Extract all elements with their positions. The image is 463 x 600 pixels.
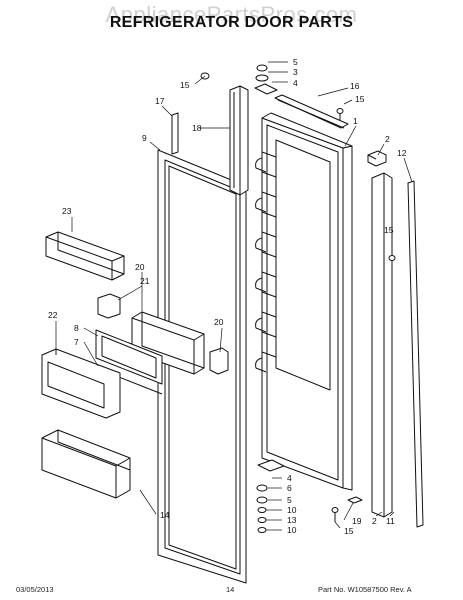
leader-lines [55, 61, 413, 531]
callout-12[interactable]: 12 [397, 148, 407, 158]
callout-8[interactable]: 8 [74, 323, 79, 333]
callout-15[interactable]: 15 [384, 225, 394, 235]
footer-date: 03/05/2013 [16, 585, 54, 594]
callout-labels: 5 3 4 15 16 15 17 18 9 1 2 12 23 15 20 2… [48, 57, 407, 536]
part-18-breaker-strip[interactable] [229, 85, 249, 196]
callout-17[interactable]: 17 [155, 96, 165, 106]
callout-13[interactable]: 13 [287, 515, 297, 525]
callout-10[interactable]: 10 [287, 505, 297, 515]
callout-15[interactable]: 15 [180, 80, 190, 90]
callout-21[interactable]: 21 [140, 276, 150, 286]
part-11-handle-rail[interactable] [371, 172, 393, 518]
part-2-hinge-cap-top[interactable] [367, 150, 387, 167]
callout-10[interactable]: 10 [287, 525, 297, 535]
footer-page-number: 14 [226, 585, 235, 594]
callout-18[interactable]: 18 [192, 123, 202, 133]
part-12-side-trim[interactable] [407, 180, 424, 528]
callout-19[interactable]: 19 [352, 516, 362, 526]
part-door-bin-lower[interactable] [41, 429, 131, 499]
part-22-door-bin-middle[interactable] [41, 348, 121, 419]
callout-2[interactable]: 2 [385, 134, 390, 144]
part-23-door-bin-upper[interactable] [45, 231, 125, 281]
part-top-hinge-hardware[interactable] [254, 64, 278, 95]
callout-4[interactable]: 4 [287, 473, 292, 483]
callout-2[interactable]: 2 [372, 516, 377, 526]
callout-20[interactable]: 20 [135, 262, 145, 272]
part-16-top-trim[interactable] [274, 94, 349, 129]
part-20-bracket-upper[interactable] [97, 293, 121, 319]
callout-1[interactable]: 1 [353, 116, 358, 126]
callout-20[interactable]: 20 [214, 317, 224, 327]
callout-5[interactable]: 5 [287, 495, 292, 505]
part-20-bracket-lower[interactable] [209, 347, 229, 375]
part-8-trim-frame[interactable] [95, 329, 163, 385]
callout-3[interactable]: 3 [293, 67, 298, 77]
callout-15[interactable]: 15 [355, 94, 365, 104]
callout-6[interactable]: 6 [287, 483, 292, 493]
footer-part-number: Part No. W10587500 Rev. A [318, 585, 412, 594]
callout-15[interactable]: 15 [344, 526, 354, 536]
callout-11[interactable]: 11 [386, 516, 395, 526]
callout-22[interactable]: 22 [48, 310, 58, 320]
part-1-door-assembly[interactable] [255, 112, 353, 491]
part-bottom-hinge-hardware[interactable] [256, 459, 285, 533]
callout-7[interactable]: 7 [74, 337, 79, 347]
callout-14[interactable]: 14 [160, 510, 170, 520]
part-17-trim-strip[interactable] [171, 112, 179, 155]
callout-5[interactable]: 5 [293, 57, 298, 67]
part-19-hinge-pin[interactable] [347, 496, 363, 504]
callout-16[interactable]: 16 [350, 81, 360, 91]
callout-23[interactable]: 23 [62, 206, 72, 216]
diagram-title: REFRIGERATOR DOOR PARTS [109, 14, 354, 31]
callout-9[interactable]: 9 [142, 133, 147, 143]
watermark-text: AppliancePartsPros.com [105, 2, 358, 27]
callout-4[interactable]: 4 [293, 78, 298, 88]
